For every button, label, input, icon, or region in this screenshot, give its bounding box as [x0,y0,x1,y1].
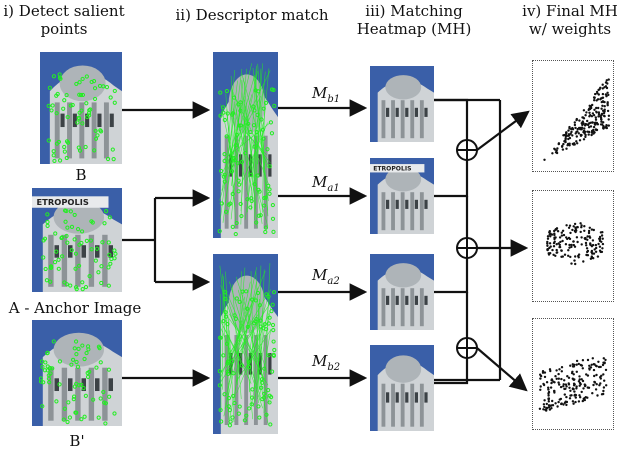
heatmap-label-ma1: Ma1 [312,173,340,194]
combine-plus-icon-3 [456,337,478,359]
match-pair-2 [213,254,278,434]
label-image-b: B [75,166,87,184]
combine-plus-icon-2 [456,237,478,259]
line-mb2-out [434,358,469,385]
image-b [40,52,122,164]
match-pair-1 [213,52,278,238]
final-heatmap-3 [532,318,614,430]
heatmap-image-mb1 [370,66,434,142]
image-anchor: ETROPOLIS [32,188,122,292]
line-ma1-out [434,160,469,198]
arrow-plus1-out [476,110,530,151]
heatmap-label-mb2: Mb2 [312,352,341,373]
svg-text:ETROPOLIS: ETROPOLIS [37,197,89,207]
heatmap-image-ma1: ETROPOLIS [370,158,434,234]
svg-text:ETROPOLIS: ETROPOLIS [373,166,411,173]
arrow-plus3-out [476,347,528,392]
heatmap-label-mb1: Mb1 [312,84,341,105]
heatmap-label-ma2: Ma2 [312,266,340,287]
final-heatmap-2 [532,190,614,302]
final-heatmap-1 [532,60,614,172]
heatmap-image-mb2 [370,345,434,431]
label-image-b-prime: B' [69,432,85,450]
line-ma2-out [434,258,469,294]
image-b-prime [32,320,122,426]
line-mb1-out [434,98,469,140]
combine-plus-icon-1 [456,139,478,161]
label-image-anchor: A - Anchor Image [8,299,142,317]
heatmap-image-ma2 [370,254,434,330]
header-step2: ii) Descriptor match [175,6,329,24]
